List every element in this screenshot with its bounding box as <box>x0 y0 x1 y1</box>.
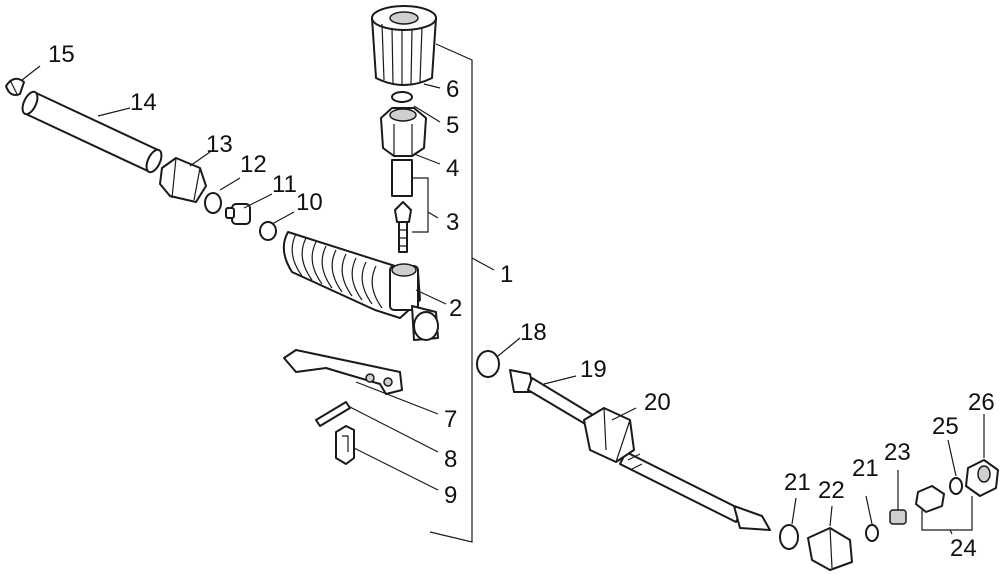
part-6-knurled-cap <box>371 5 437 86</box>
part-21-o-ring-left <box>779 524 799 550</box>
label-3: 3 <box>446 209 459 236</box>
part-8-pin <box>315 401 351 427</box>
part-7-trigger-lever <box>283 349 403 395</box>
part-12-o-ring <box>204 192 222 214</box>
label-15: 15 <box>48 41 75 68</box>
part-21-o-ring-right <box>865 524 879 542</box>
label-2: 2 <box>449 295 462 322</box>
label-19: 19 <box>580 356 607 383</box>
part-labels: 1 2 3 4 5 6 7 8 9 10 11 12 13 14 15 18 1… <box>48 41 995 562</box>
label-20: 20 <box>644 389 671 416</box>
label-8: 8 <box>444 446 457 473</box>
part-11-nozzle <box>225 203 251 225</box>
label-4: 4 <box>446 155 459 182</box>
label-7: 7 <box>444 406 457 433</box>
label-10: 10 <box>296 189 323 216</box>
part-15-clip <box>5 77 25 97</box>
part-2-bellows-body <box>282 231 439 341</box>
label-9: 9 <box>444 482 457 509</box>
label-22: 22 <box>818 477 845 504</box>
part-24-25-nozzle <box>915 477 963 513</box>
label-1: 1 <box>500 261 513 288</box>
part-23-insert <box>889 509 907 525</box>
part-22-elbow <box>807 527 853 571</box>
part-5-o-ring <box>391 91 413 103</box>
label-6: 6 <box>446 76 459 103</box>
label-14: 14 <box>130 89 157 116</box>
label-25: 25 <box>932 413 959 440</box>
leader-lines <box>21 43 985 543</box>
part-3-spring-valve <box>391 159 413 253</box>
label-12: 12 <box>240 151 267 178</box>
label-24: 24 <box>950 535 977 562</box>
part-19-lance <box>509 369 771 531</box>
part-13-nut <box>159 157 207 203</box>
part-14-tube <box>21 90 163 174</box>
part-9-safety-catch <box>335 425 355 465</box>
label-21-right: 21 <box>852 455 879 482</box>
part-18-o-ring <box>476 350 500 378</box>
label-11: 11 <box>272 171 297 198</box>
label-23: 23 <box>884 439 911 466</box>
part-10-o-ring <box>259 221 277 241</box>
label-26: 26 <box>968 389 995 416</box>
part-26-cap <box>965 459 999 497</box>
label-5: 5 <box>446 112 459 139</box>
label-21-left: 21 <box>784 469 811 496</box>
label-18: 18 <box>520 319 547 346</box>
part-4-nut <box>380 107 427 157</box>
label-13: 13 <box>206 131 233 158</box>
part-20-union-nut <box>583 407 635 463</box>
